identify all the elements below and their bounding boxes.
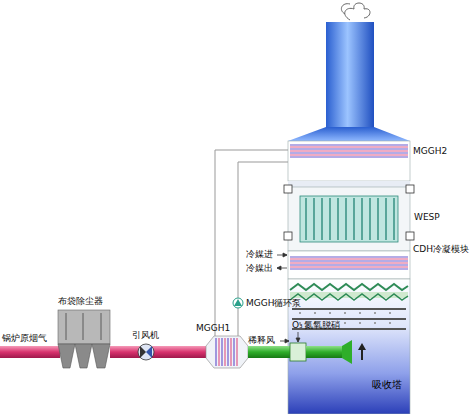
equipment-label: MGGH2 [413, 146, 447, 157]
node-text: 吸收塔 [370, 378, 404, 392]
equipment-label: 布袋除尘器 [58, 296, 103, 307]
inlet-label: 锅炉原烟气 [2, 333, 47, 344]
stream-label: 稀释风 [248, 335, 275, 346]
stream-label: 冷媒出 [246, 263, 273, 274]
equipment-label: MGGH1 [196, 323, 230, 334]
stream-label: O₃ [292, 320, 303, 331]
absorber-tower: 吸收塔 [370, 378, 404, 392]
equipment-label: MGGH循环泵 [246, 298, 301, 309]
equipment-label: CDH冷凝模块 [413, 244, 469, 255]
stream-label: 冷媒进 [246, 249, 273, 260]
equipment-label: 氮氧脱硝 [304, 320, 340, 331]
equipment-label: 引风机 [132, 330, 159, 341]
equipment-label: WESP [414, 212, 440, 223]
